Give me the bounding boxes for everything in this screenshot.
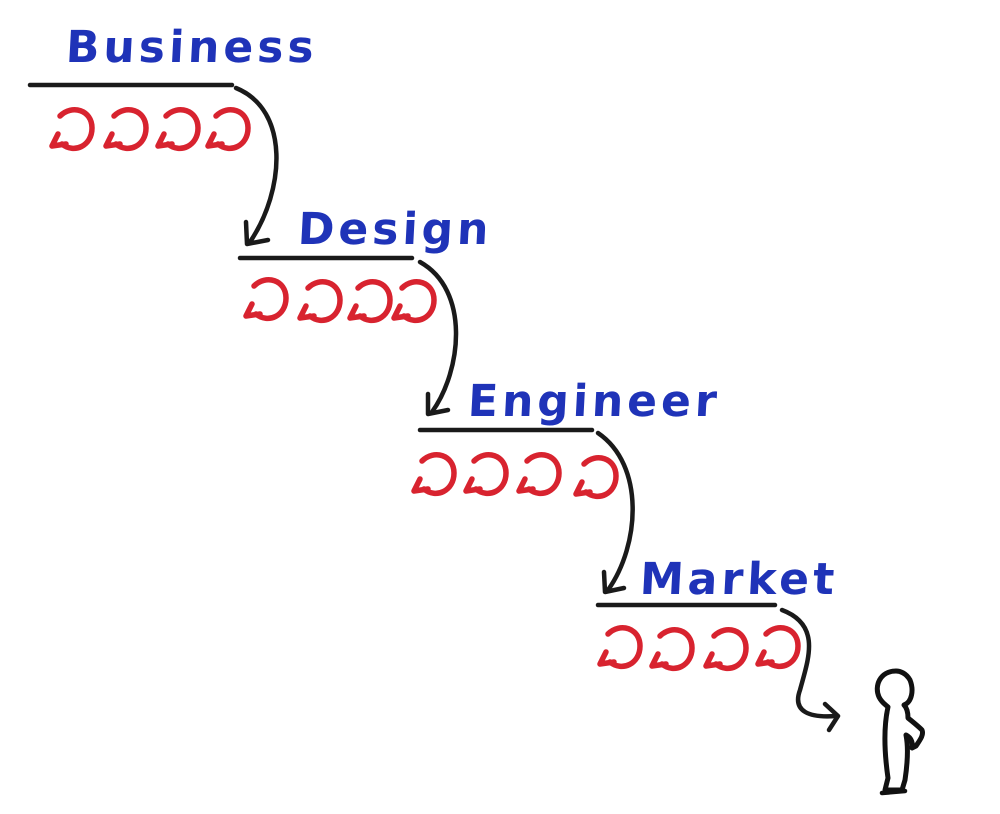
- flow-arrow-engineer-to-market: [595, 430, 635, 593]
- stage-label-engineer: Engineer: [466, 376, 723, 427]
- stage-engineer: [414, 427, 616, 497]
- iteration-loops: [414, 455, 616, 497]
- flow-arrow-design-to-engineer: [417, 259, 459, 415]
- stage-business: [27, 82, 248, 149]
- stage-design: [237, 255, 434, 321]
- flow-arrow-business-to-design: [233, 85, 279, 245]
- stage-label-design: Design: [296, 204, 494, 255]
- iteration-loops: [52, 110, 248, 149]
- iteration-loops: [246, 280, 434, 321]
- person-icon: [874, 668, 925, 796]
- iteration-loops: [600, 628, 798, 669]
- stage-label-market: Market: [638, 554, 840, 605]
- stage-market: [595, 602, 798, 669]
- flow-arrow-market-to-customer: [779, 607, 839, 719]
- stage-label-business: Business: [64, 22, 320, 73]
